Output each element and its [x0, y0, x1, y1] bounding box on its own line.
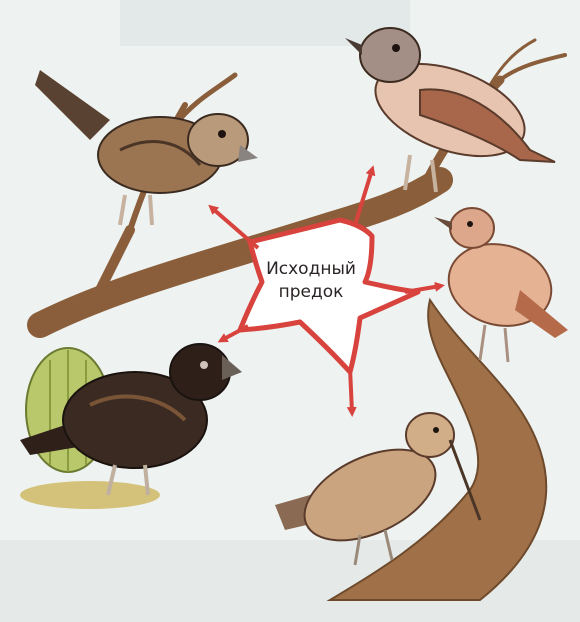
arrow-to-woodpecker-finch	[350, 368, 352, 412]
bird-thrush-icon	[345, 28, 555, 192]
arrow-to-ground-finch	[222, 326, 248, 340]
bird-grosbeak-icon	[35, 70, 258, 225]
ancestor-label-line1: Исходный	[236, 258, 386, 281]
ancestor-label: Исходный предок	[236, 258, 386, 304]
ancestor-label-line2: предок	[236, 281, 386, 304]
